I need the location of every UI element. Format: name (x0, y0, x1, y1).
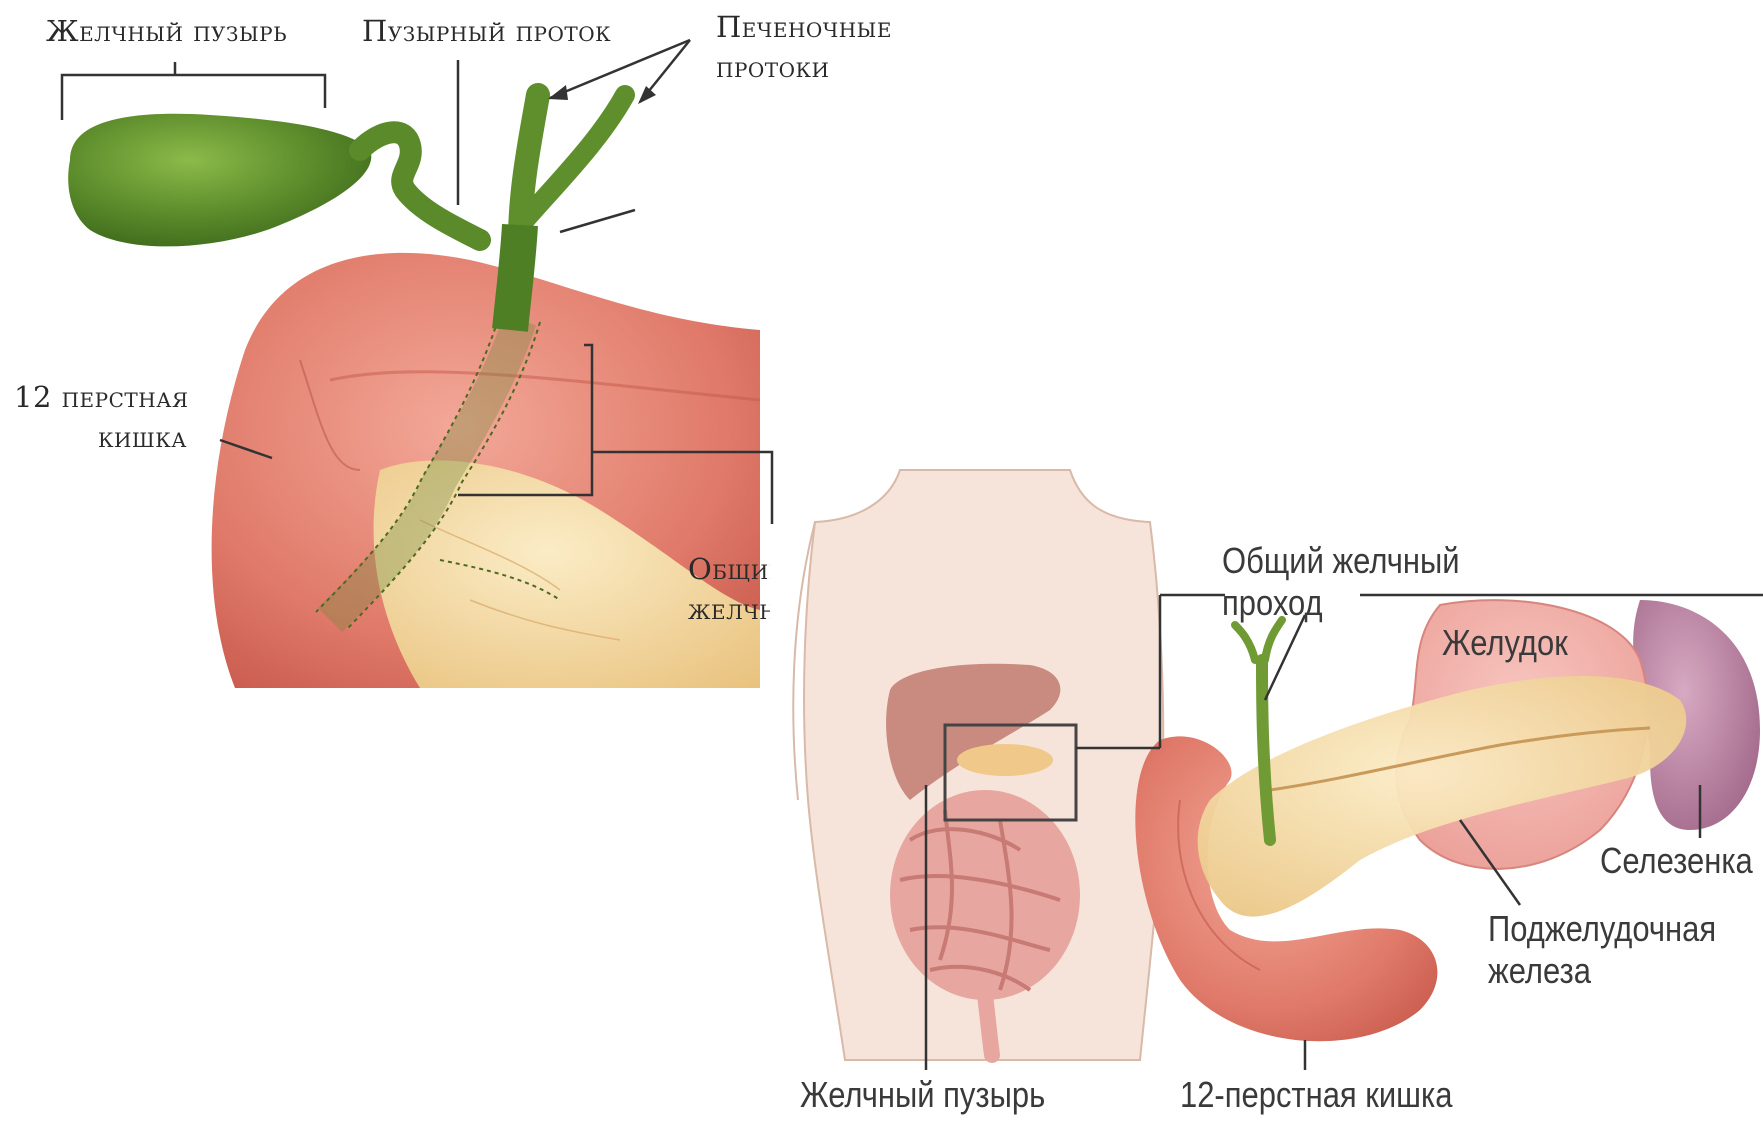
label-spleen: Селезенка (1600, 840, 1753, 882)
label-cystic-duct: Пузырный проток (362, 14, 611, 48)
cystic-duct-shape (360, 132, 480, 240)
label-common-bile-duct-right-line1: Общий желчный (1222, 540, 1460, 582)
label-hepatic-ducts-line2: протоки (716, 50, 829, 84)
label-duodenum-left-line1: 12 перстная (14, 380, 189, 414)
label-duodenum-left-line2: кишка (98, 420, 187, 454)
label-pancreas-line1: Поджелудочная (1488, 908, 1716, 950)
label-duodenum-right: 12-перстная кишка (1180, 1074, 1452, 1116)
torso-figure (793, 470, 1163, 1060)
label-pancreas-line2: железа (1488, 950, 1591, 992)
gallbladder-shape (68, 114, 371, 247)
label-common-bile-duct-left-line2: желчный (688, 592, 770, 626)
right-figure (1135, 600, 1760, 1041)
label-stomach: Желудок (1442, 622, 1568, 664)
common-bile-duct-left-clip: Общий желчный (680, 540, 770, 630)
label-hepatic-ducts-line1: Печеночные (716, 10, 892, 44)
label-common-bile-duct-left-line1: Общий (688, 552, 770, 586)
label-common-bile-duct-right-line2: проход (1222, 582, 1323, 624)
label-gallbladder-left: Желчный пузырь (46, 14, 287, 48)
label-gallbladder-right: Желчный пузырь (800, 1074, 1045, 1116)
